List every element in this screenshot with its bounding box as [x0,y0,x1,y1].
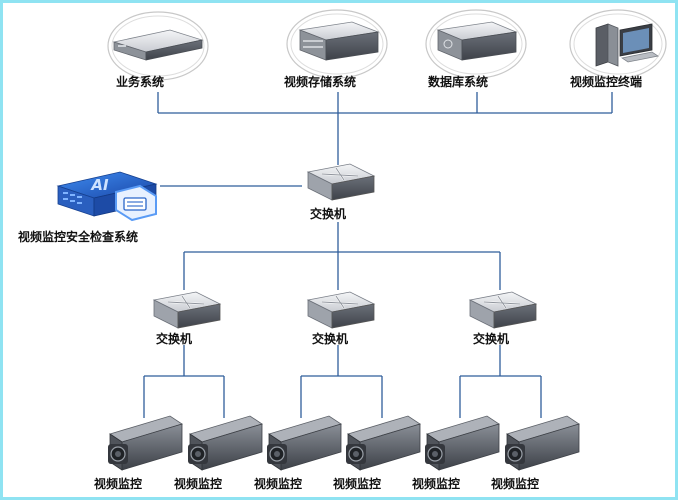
camera-node-6: 视频监控 [491,415,580,491]
camera-label: 视频监控 [94,476,142,491]
network-switch-icon [307,163,375,201]
surveillance-camera-icon [345,415,421,471]
camera-label: 视频监控 [174,476,222,491]
database-node: 数据库系统 [425,9,527,89]
monitoring-terminal-node: 视频监控终端 [569,9,667,89]
camera-label: 视频监控 [491,476,539,491]
video-storage-label: 视频存储系统 [284,74,356,89]
database-label: 数据库系统 [428,74,488,89]
camera-label: 视频监控 [254,476,302,491]
desktop-terminal-icon [569,9,667,79]
video-storage-node: 视频存储系统 [284,9,388,89]
network-switch-icon [469,291,537,329]
network-switch-icon [153,291,221,329]
surveillance-camera-icon [107,415,183,471]
access-switch-label: 交换机 [473,331,509,346]
surveillance-camera-icon [187,415,263,471]
core-switch-node: 交换机 [307,163,375,221]
ai-security-check-label: 视频监控安全检查系统 [18,229,138,244]
network-switch-icon [307,291,375,329]
access-switch-label: 交换机 [312,331,348,346]
camera-node-1: 视频监控 [94,415,183,491]
access-switch-2: 交换机 [307,291,375,346]
database-server-icon [425,9,527,79]
server-icon [107,11,209,81]
camera-label: 视频监控 [412,476,460,491]
camera-node-5: 视频监控 [412,415,500,491]
storage-server-icon [286,9,388,79]
access-switch-3: 交换机 [469,291,537,346]
core-switch-label: 交换机 [310,206,346,221]
access-switch-1: 交换机 [153,291,221,346]
business-system-label: 业务系统 [116,74,164,89]
access-switch-label: 交换机 [156,331,192,346]
business-system-node: 业务系统 [107,11,209,89]
monitoring-terminal-label: 视频监控终端 [570,74,642,89]
camera-node-4: 视频监控 [333,415,421,491]
ai-security-appliance-icon [56,171,158,222]
surveillance-camera-icon [424,415,500,471]
ai-security-check-node: AI 视频监控安全检查系统 [18,171,158,244]
ai-badge: AI [90,176,109,194]
camera-label: 视频监控 [333,476,381,491]
link-lines [143,92,613,418]
camera-node-3: 视频监控 [254,415,342,491]
surveillance-camera-icon [504,415,580,471]
camera-node-2: 视频监控 [174,415,263,491]
surveillance-camera-icon [266,415,342,471]
